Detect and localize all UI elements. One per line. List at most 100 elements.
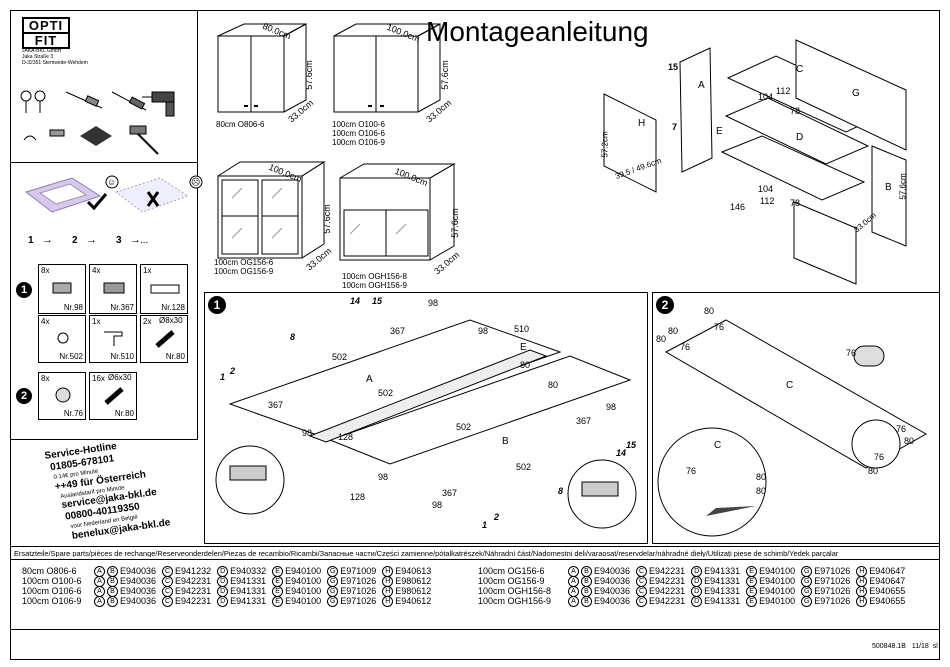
step2-label-C: C xyxy=(786,380,794,391)
exploded-num: 112 xyxy=(760,196,775,206)
logo-lower: FIT xyxy=(22,32,70,49)
spare-model: 100cm O106-6 xyxy=(22,586,82,596)
step2-num: 80 xyxy=(704,306,715,316)
part-cell: 8x Nr.98 xyxy=(38,264,86,314)
step1-num: 502 xyxy=(332,352,348,362)
part-letter-icon: H xyxy=(382,596,394,608)
step1-num: 367 xyxy=(576,416,592,426)
part-letter-icon: G xyxy=(327,596,339,608)
exploded-num: 104 xyxy=(758,184,774,194)
exploded-label-D: D xyxy=(796,132,804,143)
part-cell: 4x Nr.367 xyxy=(89,264,137,314)
cabinet-100-model: 100cm O100-6 xyxy=(332,120,385,129)
part-letter-icon: A xyxy=(568,596,579,608)
step1-num: 98 xyxy=(302,428,313,438)
logo-line1: OPTI xyxy=(28,18,64,33)
screwdriver-icons xyxy=(20,90,46,113)
step2-badge: 2 xyxy=(656,296,674,314)
step1-num: 1 xyxy=(220,372,226,382)
step1-num: 510 xyxy=(514,324,530,334)
spare-divider xyxy=(10,546,940,547)
part-qty: 1x xyxy=(143,266,152,275)
cabinet-100-drawing xyxy=(333,23,441,113)
exploded-dim-height: 57.2cm xyxy=(600,131,610,158)
step1-num: 15 xyxy=(372,296,383,306)
spare-header: Ersatzteile/Spare parts/pièces de rechan… xyxy=(14,550,839,558)
step2-badge-text: 2 xyxy=(661,298,669,312)
step2-num: 76 xyxy=(680,342,691,352)
ruler-icon xyxy=(23,129,65,141)
step2-num: 80 xyxy=(668,326,679,336)
step2-num: 76 xyxy=(896,424,907,434)
page-title: Montageanleitung xyxy=(426,16,649,47)
spare-model: 100cm O100-6 xyxy=(22,576,82,586)
part-nr: Nr.510 xyxy=(110,352,134,361)
step1-num: 502 xyxy=(378,388,394,398)
step1-num: 15 xyxy=(626,440,637,450)
step1-num: 14 xyxy=(616,448,627,458)
spare-header-divider xyxy=(10,559,940,560)
step-seq-more: ... xyxy=(140,235,149,246)
step-seq-1: 1 xyxy=(28,235,34,246)
step1-num: 98 xyxy=(478,326,489,336)
happy-face-icon: ☺ xyxy=(107,177,117,187)
step2-num: 76 xyxy=(874,452,885,462)
floor-rule-illustration xyxy=(24,175,203,213)
step1-num: 367 xyxy=(268,400,284,410)
company-city: D-32351 Stemwede-Wehdem xyxy=(22,60,88,66)
step2-num: 80 xyxy=(868,466,879,476)
spare-model: 100cm OGH156-9 xyxy=(478,596,552,606)
parts-step2-badge: 2 xyxy=(16,388,32,404)
parts-box xyxy=(10,162,198,440)
step2-num: 80 xyxy=(756,472,767,482)
part-cell: 1x Nr.128 xyxy=(140,264,188,314)
cabinet-80-model: 80cm O806-6 xyxy=(216,120,265,129)
cabinet-oghh-model: 100cm OGH156-8 xyxy=(342,272,407,281)
drill-icon xyxy=(142,91,175,117)
cabinet-glass-model: 100cm OG156-6 xyxy=(214,258,274,267)
step1-num: 80 xyxy=(548,380,559,390)
doc-footer: 500848.1B 11/18 sl xyxy=(872,643,938,650)
part-letter-icon: G xyxy=(801,596,813,608)
cabinet-100-model: 100cm O106-9 xyxy=(332,138,385,147)
part-cell: 2x Ø8x30 Nr.80 xyxy=(140,315,188,363)
part-letter-icon: D xyxy=(217,596,229,608)
spare-model: 100cm OG156-9 xyxy=(478,576,545,586)
spare-model: 100cm O106-9 xyxy=(22,596,82,606)
exploded-num: 78 xyxy=(790,198,801,208)
step1-num: 1 xyxy=(482,520,488,530)
cabinet-80-drawing xyxy=(217,23,307,113)
step2-num: 80 xyxy=(656,334,667,344)
part-nr: Nr.128 xyxy=(161,303,185,312)
step1-drawing xyxy=(215,319,637,529)
exploded-num: 78 xyxy=(790,106,801,116)
cabinet-glass-drawing xyxy=(217,161,326,259)
screwdriver-2-icon xyxy=(111,91,147,111)
logo-line2: FIT xyxy=(34,33,58,48)
step2-num: 76 xyxy=(714,322,725,332)
step1-num: 2 xyxy=(230,366,236,376)
step1-num: 128 xyxy=(338,432,354,442)
step1-num: 98 xyxy=(432,500,443,510)
part-cell: 1x Nr.510 xyxy=(89,315,137,363)
part-letter-icon: C xyxy=(636,596,648,608)
exploded-num: 15 xyxy=(668,62,679,72)
step2-num: 76 xyxy=(846,348,857,358)
part-letter-icon: A xyxy=(94,596,105,608)
dowel-connector-icon xyxy=(52,282,72,294)
cabinet-oghh-model: 100cm OGH156-9 xyxy=(342,281,407,290)
part-cell: 4x Nr.502 xyxy=(38,315,86,363)
exploded-label-E: E xyxy=(716,126,723,137)
pad-icon xyxy=(80,126,112,146)
step1-num: 128 xyxy=(350,492,366,502)
